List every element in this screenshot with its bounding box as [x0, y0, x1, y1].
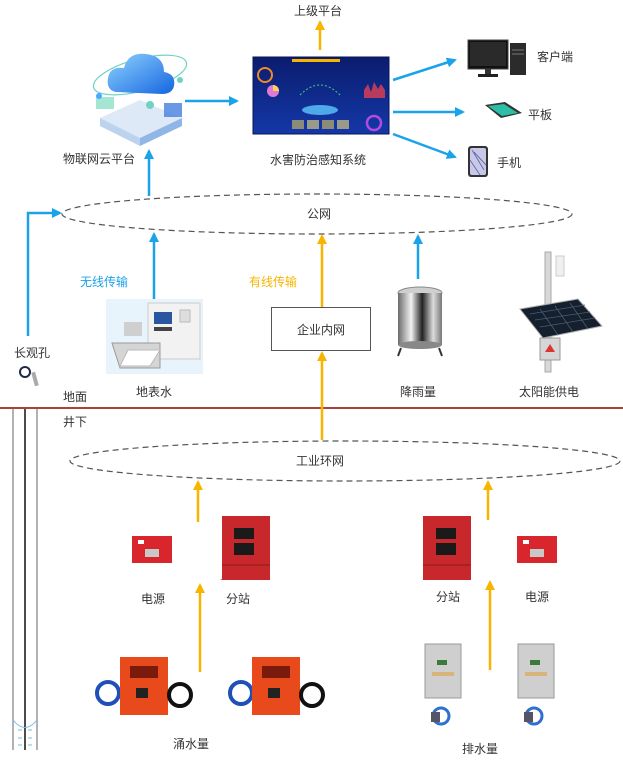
wireless-arrows [26, 57, 465, 336]
surface-water-gauge-image [106, 299, 203, 374]
rainfall-label: 降雨量 [400, 385, 437, 399]
water-inflow-meter-2-image [228, 657, 325, 715]
enterprise-intranet-label: 企业内网 [296, 322, 345, 337]
substation-left-label: 分站 [226, 592, 251, 606]
power-left-label: 电源 [141, 592, 166, 606]
smartphone-icon [468, 146, 488, 177]
underground-label: 井下 [63, 415, 88, 429]
substation-right-label: 分站 [436, 590, 461, 604]
industrial-ring-ellipse [69, 440, 621, 482]
water-system-dashboard-image [252, 56, 390, 135]
client-label: 客户端 [537, 50, 574, 64]
water-level-probe-icon [19, 366, 39, 387]
public-network-label: 公网 [307, 207, 332, 221]
desktop-computer-icon [467, 39, 526, 77]
industrial-ring-network-label: 工业环网 [296, 454, 345, 468]
phone-label: 手机 [497, 156, 522, 170]
solar-power-label: 太阳能供电 [519, 385, 580, 399]
drainage-meter-2-image [517, 643, 555, 726]
iot-cloud-label: 物联网云平台 [63, 152, 136, 166]
cloud-platform-icon [92, 53, 188, 146]
wireless-transmission-label: 无线传输 [80, 275, 129, 289]
borehole-shaft [12, 409, 38, 750]
enterprise-intranet-box: 企业内网 [271, 307, 371, 351]
rain-gauge-image [397, 286, 443, 357]
water-inflow-meter-1-image [95, 657, 193, 715]
arrow-hole-to-network [26, 208, 62, 336]
wired-arrows [193, 20, 495, 672]
water-system-label: 水害防治感知系统 [270, 153, 367, 167]
tablet-label: 平板 [528, 108, 553, 122]
ground-label: 地面 [63, 390, 88, 404]
power-right-label: 电源 [525, 590, 550, 604]
power-supply-left-image [132, 536, 172, 563]
upper-platform-label: 上级平台 [294, 4, 343, 18]
surface-water-label: 地表水 [136, 385, 173, 399]
drainage-meter-1-image [424, 643, 462, 726]
public-network-ellipse [61, 193, 573, 235]
wired-transmission-label: 有线传输 [249, 275, 298, 289]
power-supply-right-image [517, 536, 557, 563]
substation-left-image [220, 516, 270, 580]
drainage-label: 排水量 [462, 742, 499, 756]
water-inflow-label: 涌水量 [173, 737, 210, 751]
arrow-system-to-client [392, 57, 457, 82]
long-observation-hole-label: 长观孔 [14, 346, 51, 360]
substation-right-image [423, 516, 471, 580]
solar-power-station-image [519, 251, 603, 373]
arrow-system-to-phone [392, 132, 457, 159]
tablet-icon [485, 102, 522, 118]
